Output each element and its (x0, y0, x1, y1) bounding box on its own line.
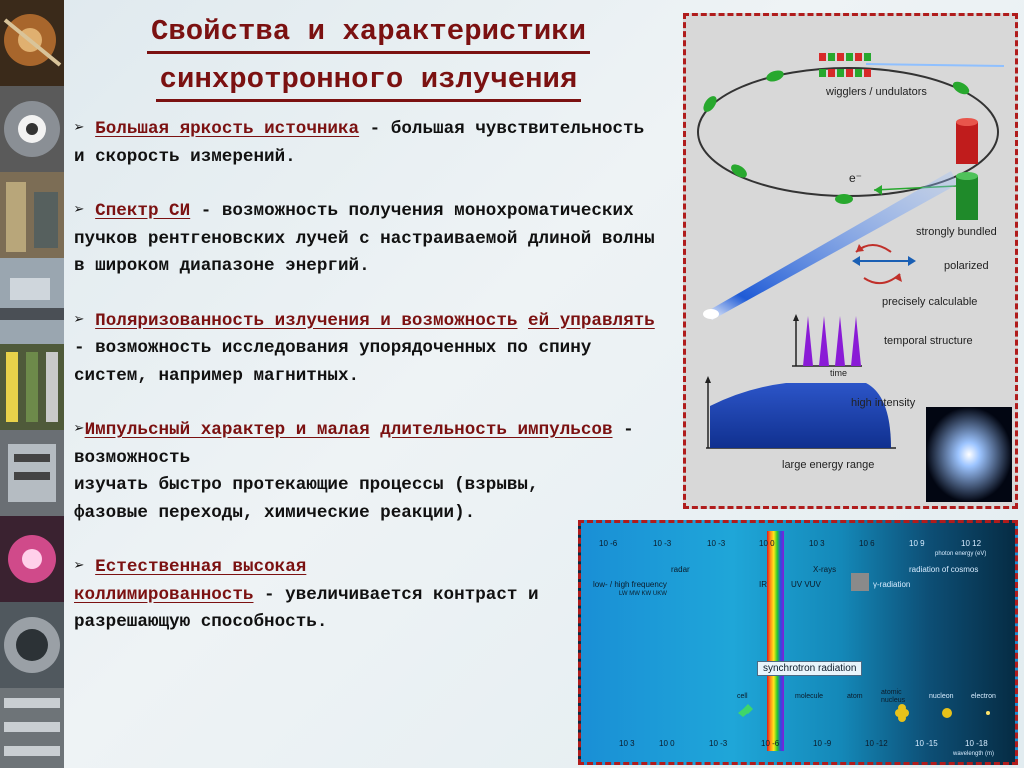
bullet-heading: Спектр СИ (95, 201, 191, 221)
wavelength-tick: 10 3 (619, 739, 635, 748)
wavelength-tick: 10 -3 (709, 739, 728, 748)
photo-accelerator-2 (0, 86, 64, 172)
bullet-text: - большая чувствительность и скорость из… (74, 119, 645, 167)
bullet-polarization: ➢ Поляризованность излучения и возможнос… (74, 308, 664, 391)
photo-accelerator-3 (0, 172, 64, 258)
arrow-icon: ➢ (74, 557, 96, 577)
wavelength-tick: 10 -15 (915, 739, 938, 748)
low-high-frequency-label: low- / high frequency (593, 580, 667, 589)
bullet-heading: Импульсный характер и малая (84, 420, 370, 440)
energy-tick: 10 3 (809, 539, 825, 548)
energy-tick: 10 0 (759, 539, 775, 548)
bullet-heading: Поляризованность излучения и возможность (95, 310, 518, 331)
wigglers-label: wigglers / undulators (826, 86, 927, 98)
energy-tick: 10 9 (909, 539, 925, 548)
bullet-heading-cont: длительность импульсов (380, 420, 613, 440)
photo-accelerator-7 (0, 516, 64, 602)
photon-energy-label: photon energy (eV) (935, 551, 987, 557)
synchrotron-properties-figure: wigglers / undulators e⁻ strongly bundle… (683, 13, 1018, 509)
slide-title: Свойства и характеристики синхротронного… (96, 10, 641, 106)
synchrotron-radiation-label: synchrotron radiation (757, 661, 863, 676)
storage-ring-diagram (697, 53, 1012, 502)
bullet-text: - возможность (74, 420, 634, 468)
title-line-2: синхротронного излучения (155, 61, 582, 102)
arrow-icon: ➢ (74, 201, 96, 221)
title-line-1: Свойства и характеристики (146, 13, 591, 54)
radar-label: radar (671, 565, 690, 574)
molecule-label: molecule (795, 693, 824, 700)
wavelength-tick: 10 -18 (965, 739, 988, 748)
ir-label: IR (759, 580, 767, 589)
spectrum-graphics (738, 531, 990, 751)
energy-tick: 10 -3 (653, 539, 672, 548)
wavelength-tick: 10 0 (659, 739, 675, 748)
bullet-list: ➢ Большая яркость источника - большая чу… (74, 116, 664, 664)
temporal-structure-label: temporal structure (884, 335, 973, 347)
bullet-spectrum: ➢ Спектр СИ - возможность получения моно… (74, 198, 664, 281)
bullet-text-cont: изучать быстро протекающие процессы (взр… (74, 475, 539, 523)
time-axis-label: time (830, 368, 848, 378)
bullet-heading: Естественная высокая (95, 557, 307, 577)
xrays-label: X-rays (813, 565, 837, 574)
bullet-text: - увеличивается контраст и разрешающую с… (74, 584, 539, 633)
photo-accelerator-9 (0, 688, 64, 768)
wiggler-magnets (819, 53, 1005, 77)
precisely-calculable-label: precisely calculable (882, 296, 978, 308)
gamma-label: γ-radiation (873, 580, 911, 589)
bullet-text: - возможность исследования упорядоченных… (74, 338, 592, 386)
cosmos-label: radiation of cosmos (909, 565, 979, 574)
wavelength-tick: 10 -6 (761, 739, 780, 748)
bullet-text: - возможность получения монохроматически… (74, 201, 655, 276)
energy-range-label: large energy range (782, 459, 875, 471)
photo-accelerator-1 (0, 0, 64, 86)
uv-label: UV VUV (791, 580, 821, 589)
photo-accelerator-6 (0, 430, 64, 516)
radio-bands-label: LW MW KW UKW (619, 591, 667, 597)
atom-label: atom (847, 693, 863, 700)
wavelength-tick: 10 -9 (813, 739, 832, 748)
bullet-brightness: ➢ Большая яркость источника - большая чу… (74, 116, 664, 171)
bullet-heading: Большая яркость источника (95, 119, 360, 139)
bullet-pulse: ➢Импульсный характер и малая длительност… (74, 417, 664, 527)
bullet-heading-cont: коллимированность (74, 584, 254, 605)
arrow-icon: ➢ (74, 310, 96, 331)
polarized-label: polarized (944, 260, 989, 272)
strongly-bundled-label: strongly bundled (916, 226, 997, 238)
photo-accelerator-5 (0, 344, 64, 430)
high-intensity-label: high intensity (851, 397, 916, 409)
em-spectrum-figure: 10 -6 10 -3 10 -3 10 0 10 3 10 6 10 9 10… (578, 520, 1018, 765)
wavelength-tick: 10 -12 (865, 739, 888, 748)
energy-tick: 10 12 (961, 539, 982, 548)
electron-label: e⁻ (849, 171, 863, 185)
photo-accelerator-8 (0, 602, 64, 688)
arrow-icon: ➢ (74, 119, 96, 139)
energy-tick: 10 -3 (707, 539, 726, 548)
energy-tick: 10 6 (859, 539, 875, 548)
atomic-nucleus-label: atomic nucleus (881, 689, 906, 704)
photo-strip (0, 0, 64, 768)
bullet-heading-cont: ей управлять (528, 310, 655, 331)
energy-tick: 10 -6 (599, 539, 618, 548)
nucleon-label: nucleon (929, 693, 954, 700)
electron-particle-label: electron (971, 693, 996, 700)
cell-label: cell (737, 693, 748, 700)
photo-accelerator-4 (0, 258, 64, 344)
arrow-icon: ➢ (74, 420, 85, 440)
wavelength-label: wavelength (m) (953, 751, 995, 757)
